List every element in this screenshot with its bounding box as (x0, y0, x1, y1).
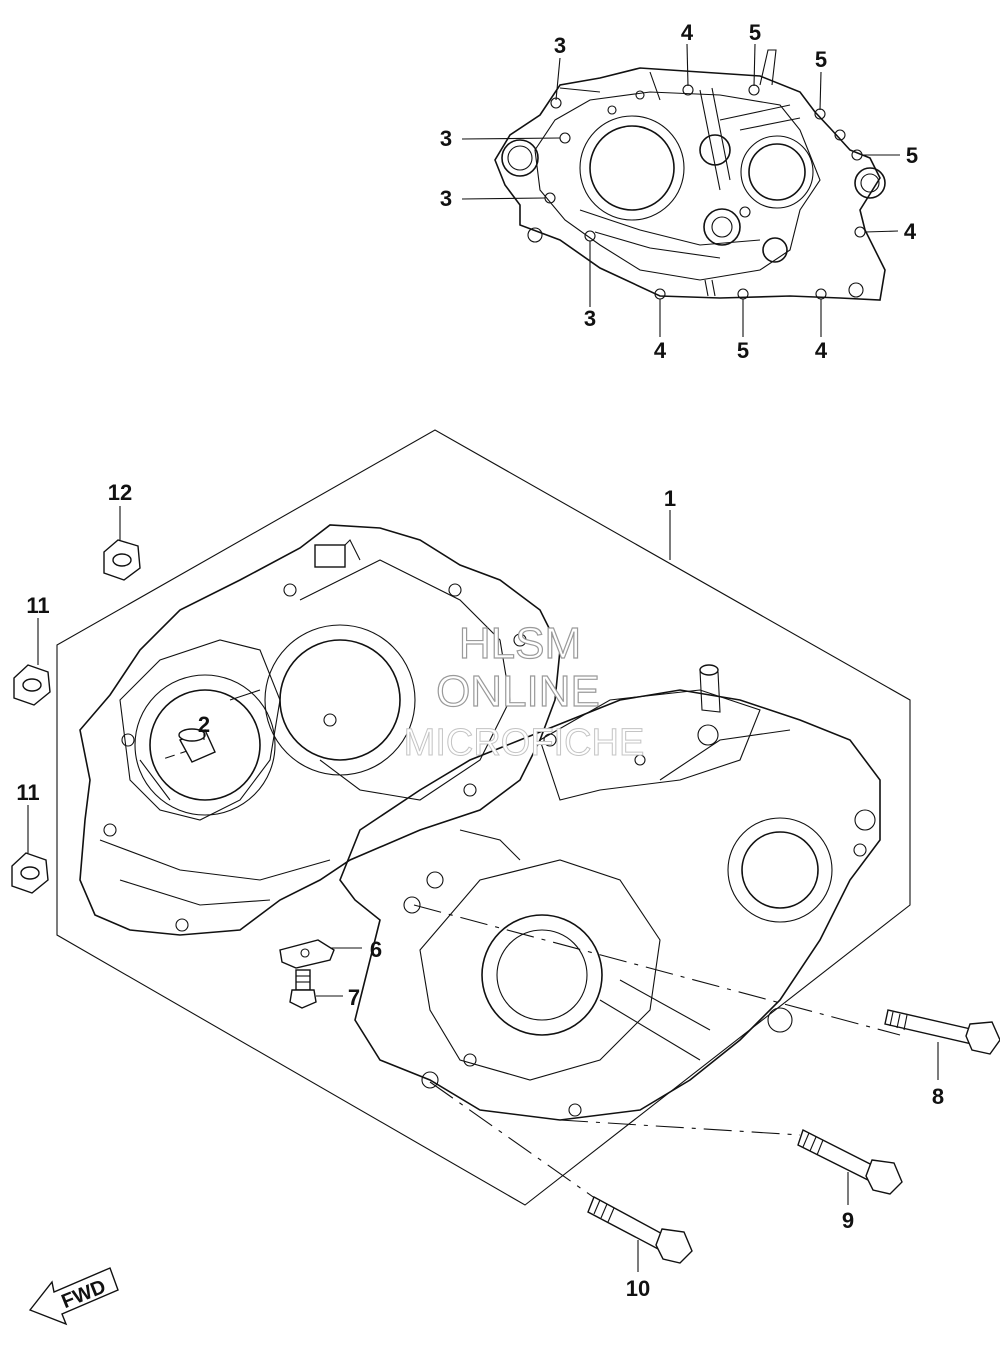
callout-3: 3 (440, 186, 452, 211)
callout-2: 2 (198, 712, 210, 737)
assembly-outline (56, 429, 911, 1206)
callout-10: 10 (626, 1276, 650, 1301)
callout-4: 4 (904, 219, 917, 244)
part-callout-labels: 1 2 6 7 8 9 10 11 11 12 (16, 480, 944, 1301)
callout-5: 5 (906, 143, 918, 168)
part-12-nut (103, 539, 141, 581)
callout-8: 8 (932, 1084, 944, 1109)
watermark: HLSM ONLINE MICROFICHE (403, 618, 645, 764)
part-6-clip (279, 939, 335, 969)
callout-4: 4 (815, 338, 828, 363)
part-2-dowel-pin (178, 728, 216, 763)
crankcase-right-half (339, 664, 881, 1121)
callout-3: 3 (440, 126, 452, 151)
callout-1: 1 (664, 486, 676, 511)
part-11-nut-upper (13, 664, 51, 706)
callout-3: 3 (584, 306, 596, 331)
top-callout-labels: 3 4 5 5 3 5 3 4 3 4 5 4 (440, 20, 918, 363)
callout-7: 7 (348, 985, 360, 1010)
part-10-bolt (587, 1196, 693, 1264)
part-11-nut-lower (11, 852, 49, 894)
callout-4: 4 (654, 338, 667, 363)
crankcase-face-view (461, 43, 900, 337)
callout-3: 3 (554, 33, 566, 58)
fwd-arrow-icon: FWD (28, 1267, 119, 1326)
callout-9: 9 (842, 1208, 854, 1233)
callout-11: 11 (16, 780, 39, 805)
part-9-bolt (797, 1129, 903, 1195)
part-8-bolt (884, 1009, 1000, 1055)
callout-12: 12 (108, 480, 132, 505)
watermark-line-1: HLSM (459, 619, 581, 668)
callout-11: 11 (26, 593, 49, 618)
callout-4: 4 (681, 20, 694, 45)
part-leader-lines (27, 506, 939, 1272)
part-7-bolt (289, 969, 317, 1009)
callout-6: 6 (370, 937, 382, 962)
callout-5: 5 (749, 20, 761, 45)
watermark-line-2: ONLINE (436, 667, 600, 716)
callout-5: 5 (737, 338, 749, 363)
callout-5: 5 (815, 47, 827, 72)
watermark-line-3: MICROFICHE (404, 722, 645, 764)
